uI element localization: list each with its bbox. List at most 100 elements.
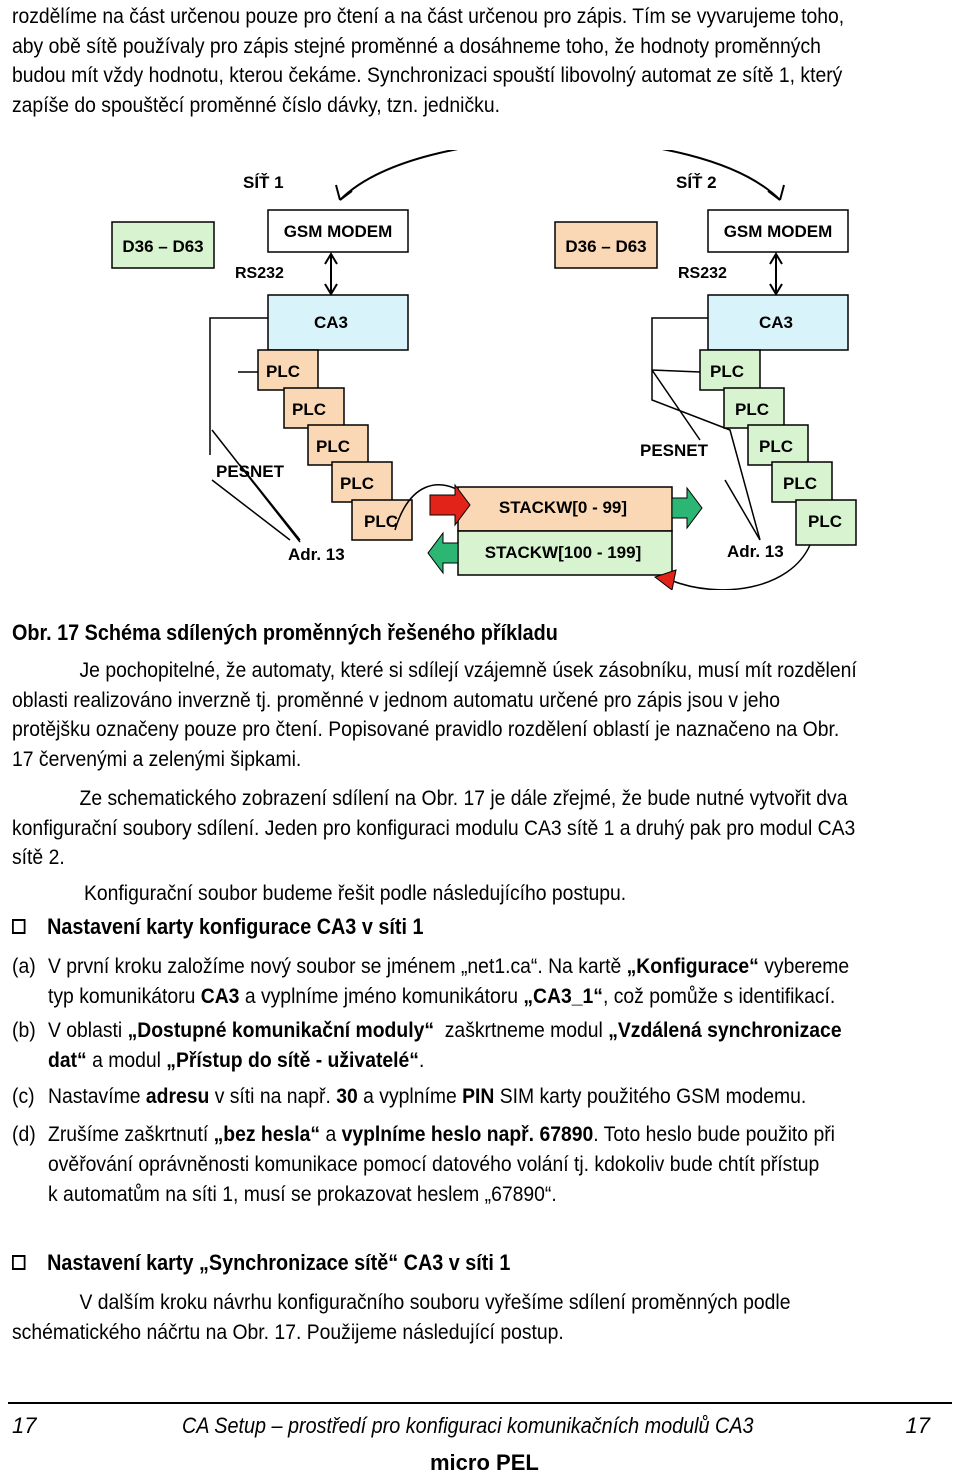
footer-page-right: 17 <box>905 1413 930 1438</box>
intro-line: aby obě sítě používaly pro zápis stejné … <box>12 33 821 58</box>
item-text: V oblasti <box>48 1018 128 1042</box>
paragraph-2: Ze schematického zobrazení sdílení na Ob… <box>12 784 948 873</box>
para-line: konfigurační soubory sdílení. Jeden pro … <box>12 815 856 840</box>
checkbox-bullet-icon <box>12 1254 26 1270</box>
d-range-1: D36 – D63 <box>122 237 203 256</box>
gsm-box-2 <box>707 209 849 253</box>
item-bold: „bez hesla“ <box>213 1122 321 1146</box>
adr-label-1: Adr. 13 <box>288 545 345 564</box>
item-bold: „Vzdálená synchronizace <box>608 1018 842 1042</box>
item-text: v síti na např. <box>209 1084 337 1108</box>
pesnet-lines-1 <box>209 317 301 543</box>
rs232-label-1: RS232 <box>235 265 284 282</box>
list-item-b: (b) V oblasti „Dostupné komunikační modul… <box>12 1016 842 1046</box>
item-text: . Toto heslo bude použito při <box>593 1122 835 1146</box>
gsm-label-1: GSM MODEM <box>284 222 393 241</box>
plc-label: PLC <box>808 512 842 531</box>
stackw-label-1: STACKW[0 - 99] <box>499 498 627 517</box>
plc-label: PLC <box>316 437 350 456</box>
list-item-a: (a) V první kroku založíme nový soubor se… <box>12 952 849 982</box>
para-line: V dalším kroku návrhu konfiguračního sou… <box>79 1290 791 1314</box>
stackw-box-1 <box>457 486 673 532</box>
red-bottom-arrow-head <box>653 569 677 590</box>
network-diagram: SÍŤ 1 SÍŤ 2 D36 – D63 GSM MODEM RS232 CA… <box>111 150 857 590</box>
item-bold: „Dostupné komunikační moduly“ <box>127 1018 435 1042</box>
net1-label: SÍŤ 1 <box>243 173 284 192</box>
heading-text: Nastavení karty „Synchronizace sítě“ CA3… <box>47 1250 511 1275</box>
item-text: V první kroku založíme nový soubor se jm… <box>48 954 627 978</box>
red-arrow-head <box>429 483 471 527</box>
link-arc-arrow-left <box>335 184 353 201</box>
pesnet-lines-2 <box>651 317 761 541</box>
red-bottom-curve <box>669 544 811 590</box>
item-text: typ komunikátoru <box>48 984 201 1008</box>
item-label: (b) <box>12 1018 36 1042</box>
plc-label: PLC <box>783 474 817 493</box>
item-bold: „Přístup do sítě - uživatelé“ <box>166 1048 419 1072</box>
net2-label: SÍŤ 2 <box>676 173 717 192</box>
d-range-box-2 <box>554 221 658 269</box>
plc-stack-2: PLC PLC PLC PLC PLC <box>699 349 857 546</box>
stackw-box-2 <box>457 530 673 576</box>
d-range-2: D36 – D63 <box>565 237 646 256</box>
item-text: ověřování oprávněnosti komunikace pomocí… <box>48 1152 820 1176</box>
plc-label: PLC <box>266 362 300 381</box>
section-heading-2: Nastavení karty „Synchronizace sítě“ CA3… <box>12 1250 510 1276</box>
item-text: a <box>320 1122 342 1146</box>
ca3-box-2 <box>707 294 849 351</box>
ca3-label-2: CA3 <box>759 313 793 332</box>
item-text: Zrušíme zaškrtnutí <box>48 1122 214 1146</box>
plc-label: PLC <box>340 474 374 493</box>
plc-label: PLC <box>364 512 398 531</box>
item-bold: PIN <box>462 1084 495 1108</box>
item-bold: 30 <box>336 1084 358 1108</box>
gsm-label-2: GSM MODEM <box>724 222 833 241</box>
figure-caption: Obr. 17 Schéma sdílených proměnných řeše… <box>12 620 558 645</box>
list-item-d: (d)Zrušíme zaškrtnutí „bez hesla“ a vypl… <box>12 1120 835 1150</box>
checkbox-bullet-icon <box>12 918 26 934</box>
gsm-box-1 <box>267 209 409 253</box>
plc-label: PLC <box>710 362 744 381</box>
logo-wordmark: micro PEL <box>430 1450 539 1474</box>
plc-label: PLC <box>292 400 326 419</box>
item-text: k automatům na síti 1, musí se prokazova… <box>48 1182 557 1206</box>
item-bold: „CA3_1“ <box>523 984 603 1008</box>
rs232-arrow-2 <box>769 252 783 296</box>
list-item-a-cont: typ komunikátoru CA3 a vyplníme jméno ko… <box>12 982 835 1012</box>
item-text: a modul <box>86 1048 167 1072</box>
section-heading-1: Nastavení karty konfigurace CA3 v síti 1 <box>12 914 423 940</box>
ca3-label-1: CA3 <box>314 313 348 332</box>
green-arrow-left <box>427 531 459 575</box>
heading-text: Nastavení karty konfigurace CA3 v síti 1 <box>47 914 424 939</box>
intro-line: rozdělíme na část určenou pouze pro čten… <box>12 4 845 28</box>
paragraph-4: V dalším kroku návrhu konfiguračního sou… <box>12 1288 948 1347</box>
footer-divider <box>8 1402 952 1404</box>
para-line: sítě 2. <box>12 845 65 869</box>
item-text: zaškrtneme modul <box>434 1018 609 1042</box>
plc-label: PLC <box>759 437 793 456</box>
list-item-d-cont: ověřování oprávněnosti komunikace pomocí… <box>12 1150 819 1180</box>
item-text: a vyplníme <box>357 1084 463 1108</box>
link-arc-arrow-right <box>767 184 785 201</box>
para-line: protějšku označeny pouze pro čtení. Popi… <box>12 717 840 741</box>
plc-label: PLC <box>735 400 769 419</box>
item-text: a vyplníme jméno komunikátoru <box>239 984 524 1008</box>
item-label: (a) <box>12 954 36 978</box>
list-item-c: (c)Nastavíme adresu v síti na např. 30 a… <box>12 1082 806 1112</box>
para-line: Je pochopitelné, že automaty, které si s… <box>79 658 857 682</box>
intro-line: budou mít vždy hodnotu, kterou čekáme. S… <box>12 63 843 87</box>
item-text: . <box>418 1048 425 1072</box>
para-line: oblasti realizováno inverzně tj. proměnn… <box>12 687 780 712</box>
green-arrow-right <box>671 486 703 530</box>
para-line: schématického náčrtu na Obr. 17. Použije… <box>12 1319 564 1344</box>
item-bold: adresu <box>145 1084 210 1108</box>
para-line: Ze schematického zobrazení sdílení na Ob… <box>79 786 848 810</box>
plc-stack-1: PLC PLC PLC PLC PLC <box>257 349 413 541</box>
footer-title: CA Setup – prostředí pro konfiguraci kom… <box>182 1413 754 1438</box>
link-arc <box>339 150 781 201</box>
item-text: vybereme <box>758 954 850 978</box>
item-bold: CA3 <box>200 984 240 1008</box>
intro-paragraph: rozdělíme na část určenou pouze pro čten… <box>12 2 854 120</box>
pesnet-label-1: PESNET <box>216 462 285 481</box>
item-text: SIM karty použitého GSM modemu. <box>494 1084 807 1108</box>
